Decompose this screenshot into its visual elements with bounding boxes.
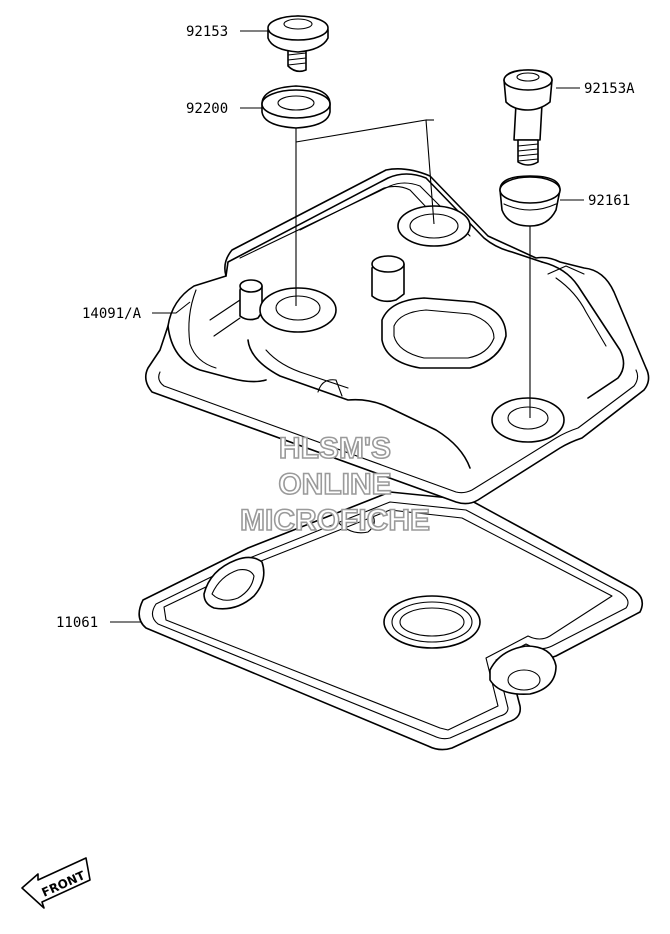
- part-label-11061: 11061: [56, 615, 98, 631]
- gasket-illustration: [138, 491, 644, 751]
- part-label-14091a: 14091/A: [82, 306, 142, 322]
- bolt-top-illustration: [267, 15, 329, 73]
- label-leaders: [110, 30, 584, 623]
- watermark-line-1: HLSM'S: [279, 432, 391, 465]
- bolt-right-illustration: [503, 69, 553, 166]
- watermark-line-2: ONLINE: [278, 468, 391, 501]
- watermark-line-3: MICROFICHE: [240, 504, 430, 537]
- front-arrow-icon: [21, 857, 91, 909]
- watermark: HLSM'S ONLINE MICROFICHE: [239, 431, 431, 538]
- assembly-lines: [295, 119, 531, 418]
- part-label-92153a: 92153A: [584, 81, 635, 97]
- part-label-92161: 92161: [588, 193, 630, 209]
- part-label-92200: 92200: [186, 101, 228, 117]
- part-label-92153: 92153: [186, 24, 228, 40]
- grommet-illustration: [499, 175, 561, 227]
- front-direction-indicator: FRONT: [21, 857, 91, 909]
- cylinder-head-cover-illustration: [144, 168, 650, 505]
- washer-illustration: [261, 85, 331, 129]
